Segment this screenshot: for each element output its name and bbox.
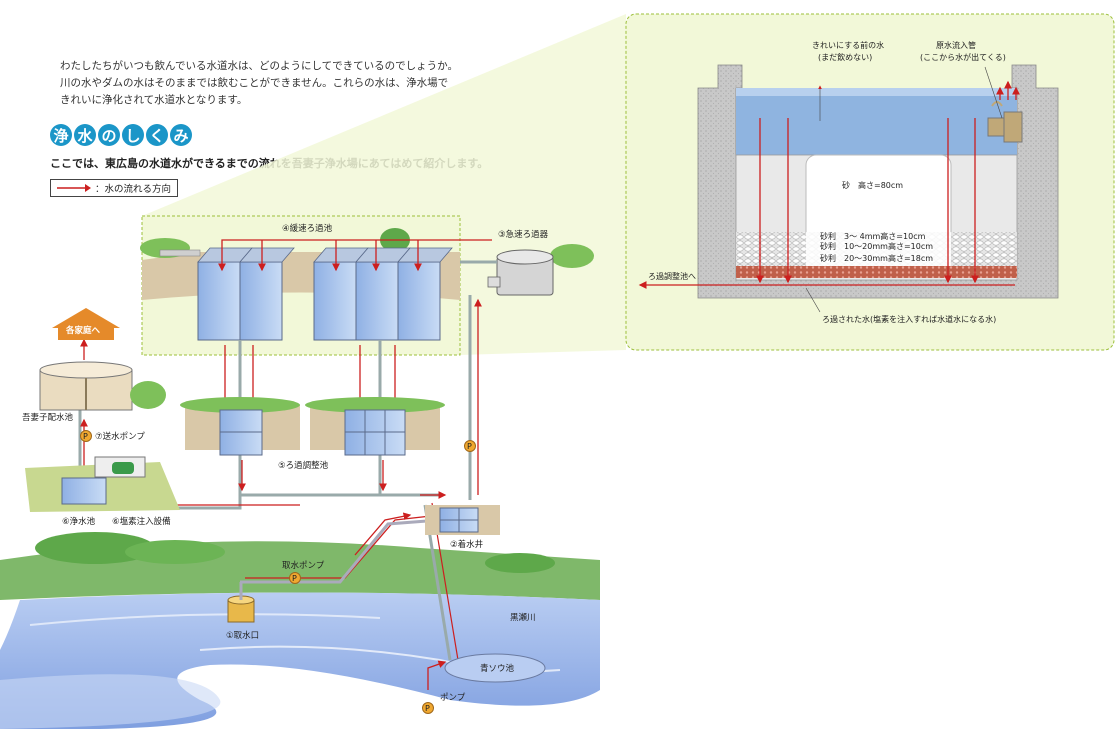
label-inflow-pipe-note: (ここから水が出てくる) <box>920 52 1006 62</box>
slow-filter-flow <box>218 239 492 272</box>
title-char: く <box>146 124 168 146</box>
pond <box>444 653 546 683</box>
landscape <box>0 532 600 729</box>
label-to-homes: 各家庭へ <box>65 325 101 336</box>
label-river: 黒瀬川 <box>510 612 536 623</box>
label-chlorine: ⑥塩素注入設備 <box>112 516 171 527</box>
label-before-water-note: (まだ飲めない) <box>818 52 872 62</box>
title-char: み <box>170 124 192 146</box>
label-intake-pump: 取水ポンプ <box>282 560 325 571</box>
slow-filter-tanks <box>159 247 453 341</box>
intro-line-2: 川の水やダムの水はそのままでは飲むことができません。これらの水は、浄水場で <box>60 77 449 89</box>
label-filter-adjust: ⑤ろ過調整池 <box>278 460 329 471</box>
label-supply-pump: ⑦送水ポンプ <box>95 431 145 442</box>
label-sand: 砂 高さ=80cm <box>842 180 903 190</box>
title-char: し <box>122 124 144 146</box>
intro-text: わたしたちがいつも飲んでいる水道水は、どのようにしてできているのでしょうか。 川… <box>60 58 458 109</box>
label-gravel-3: 砂利 20～30mm高さ=18cm <box>820 253 933 263</box>
distribution-reservoir <box>39 361 166 411</box>
home-icon <box>52 308 120 340</box>
title-char: の <box>98 124 120 146</box>
label-clean-reservoir: ⑥浄水池 <box>62 516 96 527</box>
legend-label: ：水の流れる方向 <box>95 184 172 195</box>
pump-glyph: P <box>425 704 430 713</box>
label-inflow-pipe: 原水流入管 <box>936 40 976 50</box>
label-gravel-1: 砂利 3～ 4mm高さ=10cm <box>820 231 926 241</box>
filter-adjust-ponds <box>180 397 445 456</box>
label-filtered: ろ過された水(塩素を注入すれば水道水になる水) <box>822 314 996 324</box>
label-pump: ポンプ <box>440 693 466 703</box>
pump-glyph: P <box>292 574 297 583</box>
title-char: 水 <box>74 124 96 146</box>
page-title: 浄 水 の し く み <box>50 124 192 146</box>
label-before-water: きれいにする前の水 <box>812 40 884 50</box>
pump-glyph: P <box>83 432 88 441</box>
label-gravel-2: 砂利 10～20mm高さ=10cm <box>820 241 933 251</box>
intro-line-3: きれいに浄化されて水道水となります。 <box>60 94 248 106</box>
flow-legend: ：水の流れる方向 <box>50 179 179 197</box>
label-slow-filter: ④緩速ろ過池 <box>282 223 333 234</box>
label-to-adjust: ろ過調整池へ <box>648 271 696 281</box>
intro-line-1: わたしたちがいつも飲んでいる水道水は、どのようにしてできているのでしょうか。 <box>60 60 458 72</box>
flow-arrow-icon <box>57 184 91 192</box>
label-receiving-well: ②着水井 <box>450 539 483 550</box>
title-char: 浄 <box>50 124 72 146</box>
label-rapid-filter: ③急速ろ過器 <box>498 229 549 240</box>
receiving-well <box>425 505 500 535</box>
clean-reservoir <box>25 456 180 512</box>
label-distribution-reservoir: 吾妻子配水池 <box>22 412 74 423</box>
pump-icons <box>80 430 476 714</box>
detail-flow <box>638 80 1020 289</box>
intake <box>227 582 255 623</box>
pump-glyph: P <box>467 442 472 451</box>
rapid-filter <box>487 249 554 296</box>
label-pond: 青ソウ池 <box>480 663 515 674</box>
label-intake: ①取水口 <box>226 630 259 641</box>
